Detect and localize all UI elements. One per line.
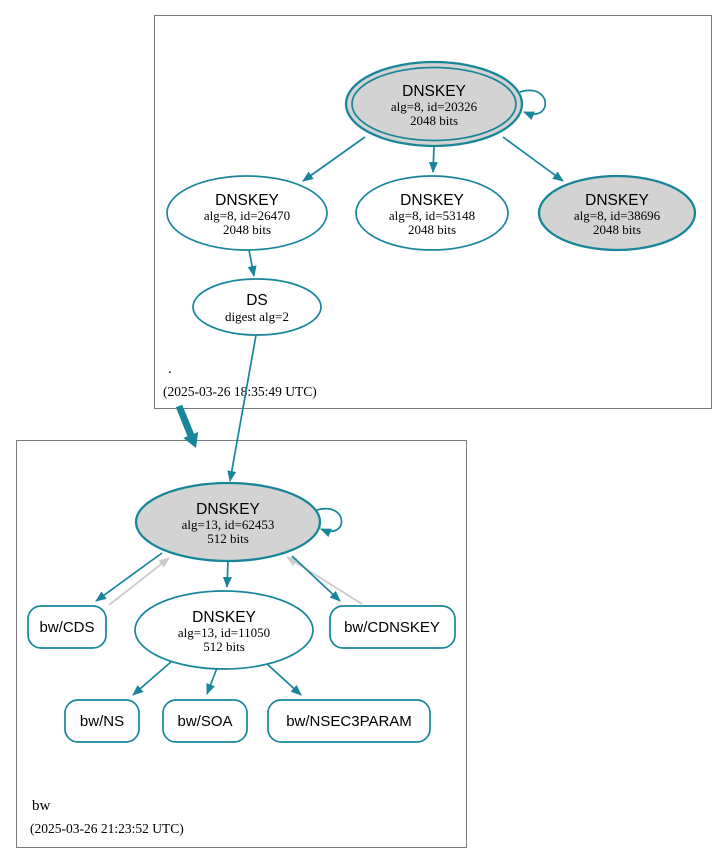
zone-root-name: .	[168, 361, 172, 377]
dnskey-38696-size: 2048 bits	[593, 222, 641, 237]
node-rrset-ns[interactable]: bw/NS	[64, 699, 140, 743]
edges-root	[175, 89, 564, 482]
edge-root-ksk-to-ksk38696	[502, 136, 564, 182]
zone-bw-timestamp: (2025-03-26 21:23:52 UTC)	[30, 821, 184, 836]
rrset-cdnskey-rect[interactable]	[329, 605, 456, 649]
node-rrset-soa[interactable]: bw/SOA	[162, 699, 248, 743]
edge-bw-ksk-selfloop	[316, 507, 343, 538]
rrset-ns-rect[interactable]	[64, 699, 140, 743]
zone-bw-name: bw	[32, 798, 51, 814]
rrset-cds-rect[interactable]	[27, 605, 107, 649]
dnskey-20326-attrs: alg=8, id=20326	[391, 99, 478, 114]
dnskey-11050-size: 512 bits	[203, 639, 245, 654]
dnskey-53148-size: 2048 bits	[408, 222, 456, 237]
node-dnskey-38696[interactable]: DNSKEY alg=8, id=38696 2048 bits	[537, 174, 697, 252]
edge-bw-ksk-to-zsk	[222, 560, 232, 588]
edge-bw-zsk-to-soa	[206, 667, 218, 695]
edge-bw-ksk-to-cds	[95, 552, 163, 602]
dnskey-20326-ellipse-outer[interactable]	[344, 60, 524, 148]
node-dnskey-62453[interactable]: DNSKEY alg=13, id=62453 512 bits	[134, 481, 322, 563]
rrset-nsec3param-label: bw/NSEC3PARAM	[286, 713, 412, 730]
edge-root-ksk-to-zsk26470	[302, 136, 366, 182]
rrset-soa-label: bw/SOA	[177, 713, 232, 730]
dnskey-53148-title: DNSKEY	[400, 192, 464, 209]
dnskey-38696-attrs: alg=8, id=38696	[574, 208, 661, 223]
edge-root-ksk-to-zsk53148	[428, 146, 438, 173]
dnskey-62453-title: DNSKEY	[196, 501, 260, 518]
edge-bw-zsk-to-ns	[132, 660, 173, 696]
dnskey-62453-attrs: alg=13, id=62453	[182, 517, 275, 532]
dnskey-20326-title: DNSKEY	[402, 83, 466, 100]
dnskey-53148-ellipse[interactable]	[355, 175, 509, 251]
zone-root: . (2025-03-26 18:35:49 UTC)	[154, 15, 712, 409]
dnskey-53148-attrs: alg=8, id=53148	[389, 208, 475, 223]
rrset-cdnskey-label: bw/CDNSKEY	[344, 619, 440, 636]
dnskey-20326-ellipse-inner	[351, 66, 517, 142]
dnskey-20326-size: 2048 bits	[410, 113, 458, 128]
node-rrset-cdnskey[interactable]: bw/CDNSKEY	[329, 605, 456, 649]
node-rrset-cds[interactable]: bw/CDS	[27, 605, 107, 649]
dnskey-26470-size: 2048 bits	[223, 222, 271, 237]
dnskey-11050-ellipse[interactable]	[134, 590, 314, 670]
rrset-nsec3param-rect[interactable]	[267, 699, 431, 743]
dnskey-11050-title: DNSKEY	[192, 609, 256, 626]
dnskey-26470-title: DNSKEY	[215, 192, 279, 209]
node-dnskey-53148[interactable]: DNSKEY alg=8, id=53148 2048 bits	[355, 175, 509, 251]
zone-bw: bw (2025-03-26 21:23:52 UTC)	[16, 440, 467, 848]
dnskey-11050-attrs: alg=13, id=11050	[178, 625, 270, 640]
zone-root-border	[154, 15, 712, 409]
edge-bw-zsk-to-nsec3param	[265, 662, 302, 696]
dnskey-38696-title: DNSKEY	[585, 192, 649, 209]
edge-cdnskey-to-bw-ksk	[286, 556, 363, 605]
edge-zsk26470-to-ds	[247, 249, 257, 277]
edge-delegation-root-to-bw	[175, 404, 199, 448]
edge-bw-ksk-to-cdnskey	[291, 555, 341, 602]
edge-ds-to-bw-ksk	[227, 334, 257, 482]
rrset-ns-label: bw/NS	[80, 713, 124, 730]
dnskey-62453-size: 512 bits	[207, 531, 249, 546]
dnskey-62453-ellipse[interactable]	[134, 481, 322, 563]
edge-cds-to-bw-ksk	[108, 557, 170, 606]
ds-attrs: digest alg=2	[225, 309, 289, 324]
zone-bw-border	[16, 440, 467, 848]
dnskey-38696-ellipse[interactable]	[537, 174, 697, 252]
rrset-cds-label: bw/CDS	[39, 619, 94, 636]
edge-root-ksk-selfloop	[519, 89, 547, 120]
zone-root-timestamp: (2025-03-26 18:35:49 UTC)	[163, 384, 317, 399]
dnskey-26470-ellipse[interactable]	[166, 175, 328, 251]
rrset-soa-rect[interactable]	[162, 699, 248, 743]
edges-bw	[95, 507, 363, 696]
ds-title: DS	[246, 292, 268, 309]
node-ds-root[interactable]: DS digest alg=2	[192, 278, 322, 336]
ds-ellipse[interactable]	[192, 278, 322, 336]
node-dnskey-26470[interactable]: DNSKEY alg=8, id=26470 2048 bits	[166, 175, 328, 251]
dnskey-26470-attrs: alg=8, id=26470	[204, 208, 290, 223]
node-dnskey-20326[interactable]: DNSKEY alg=8, id=20326 2048 bits	[344, 60, 524, 148]
node-rrset-nsec3param[interactable]: bw/NSEC3PARAM	[267, 699, 431, 743]
node-dnskey-11050[interactable]: DNSKEY alg=13, id=11050 512 bits	[134, 590, 314, 670]
